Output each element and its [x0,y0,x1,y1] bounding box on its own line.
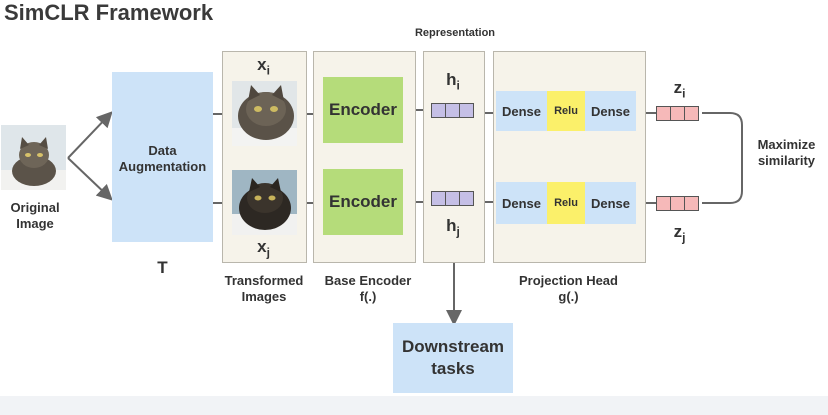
transformed-caption-line1: Transformed [224,273,304,288]
arrow-to-augmentation-top [67,111,113,159]
page-title: SimCLR Framework [4,0,214,25]
dense-layer-bottom-2: Dense [585,182,636,224]
similarity-bracket [702,112,743,204]
data-augmentation-label: Data Augmentation [112,143,213,175]
zi-vector [656,106,699,121]
objective-line2: similarity [757,153,816,168]
xi-label: xi [257,55,270,78]
aug-label-line2: Augmentation [118,159,207,174]
transformed-images-caption: Transformed Images [214,273,314,305]
dense-layer-bottom-1: Dense [496,182,547,224]
projection-row-top: Dense Relu Dense [496,91,636,131]
data-augmentation-block [112,72,213,242]
zi-label: zi [673,78,686,101]
encoder-caption-line2: f(.) [359,289,377,304]
zj-vector [656,196,699,211]
zj-label: zj [673,222,686,245]
dense-layer-top-1: Dense [496,91,547,131]
original-cat-image [1,125,66,190]
representation-label: Representation [414,27,496,39]
downstream-line1: Downstream [401,337,505,356]
hj-label: hj [446,216,460,239]
objective-line1: Maximize [757,137,816,152]
hi-vector [431,103,474,118]
arrow-to-augmentation-bottom [67,157,113,201]
hi-label: hi [446,70,460,93]
dense-layer-top-2: Dense [585,91,636,131]
bottom-strip [0,396,828,415]
relu-layer-bottom: Relu [547,182,585,224]
projection-row-bottom: Dense Relu Dense [496,182,636,224]
projection-head-caption: Projection Head g(.) [493,273,644,305]
encoder-block-bottom: Encoder [323,169,403,235]
relu-layer-top: Relu [547,91,585,131]
encoder-block-top: Encoder [323,77,403,143]
representation-panel [423,51,485,263]
maximize-similarity-label: Maximize similarity [745,137,828,169]
downstream-tasks-block: Downstream tasks [393,323,513,393]
base-encoder-caption: Base Encoder f(.) [313,273,423,305]
original-image-label-line2: Image [16,216,54,231]
projection-caption-line2: g(.) [558,289,579,304]
original-image-label-line1: Original [10,200,60,215]
hj-vector [431,191,474,206]
projection-head-panel [493,51,646,263]
transformed-cat-image-bottom [232,170,297,235]
projection-caption-line1: Projection Head [519,273,618,288]
augmentation-symbol: T [157,258,168,277]
xj-label: xj [257,237,270,260]
transformed-cat-image-top [232,81,297,146]
encoder-caption-line1: Base Encoder [324,273,412,288]
transformed-caption-line2: Images [241,289,287,304]
original-image-label: Original Image [0,200,70,232]
downstream-line2: tasks [431,359,475,378]
aug-label-line1: Data [148,143,177,158]
